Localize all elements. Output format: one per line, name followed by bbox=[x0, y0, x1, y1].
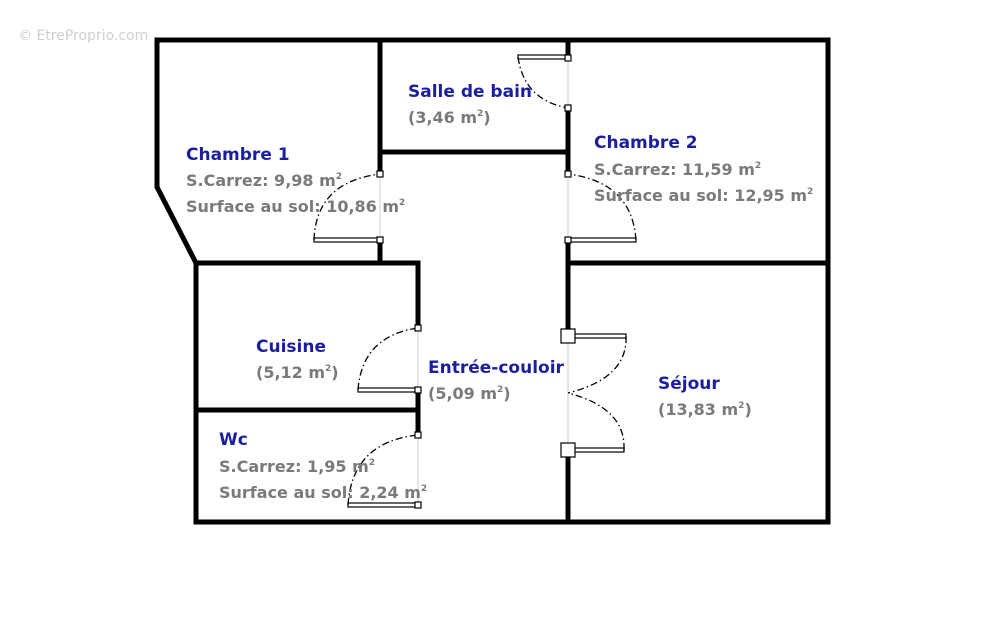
door-salle-de-bain bbox=[517, 54, 572, 112]
interior-walls bbox=[193, 37, 831, 525]
watermark: © EtreProprio.com bbox=[18, 28, 148, 44]
door-wc bbox=[347, 431, 422, 509]
door-chambre-2 bbox=[564, 170, 637, 244]
room-sejour: Séjour (13,83 m2) bbox=[658, 374, 752, 419]
door-chambre-1 bbox=[313, 170, 384, 244]
room-area: (5,12 m2) bbox=[256, 363, 339, 382]
room-name: Chambre 1 bbox=[186, 145, 290, 165]
exterior-walls bbox=[154, 37, 831, 525]
room-surface-sol: Surface au sol: 12,95 m2 bbox=[594, 186, 813, 205]
room-carrez: S.Carrez: 9,98 m2 bbox=[186, 171, 342, 190]
room-surface-sol: Surface au sol: 10,86 m2 bbox=[186, 197, 405, 216]
room-area: (5,09 m2) bbox=[428, 384, 511, 403]
room-area: (13,83 m2) bbox=[658, 400, 752, 419]
room-cuisine: Cuisine (5,12 m2) bbox=[256, 337, 339, 382]
room-name: Chambre 2 bbox=[594, 133, 698, 153]
room-name: Séjour bbox=[658, 374, 720, 394]
room-wc: Wc S.Carrez: 1,95 m2 Surface au sol: 2,2… bbox=[219, 430, 427, 502]
room-name: Salle de bain bbox=[408, 82, 532, 102]
room-salle-de-bain: Salle de bain (3,46 m2) bbox=[408, 82, 532, 127]
room-chambre-2: Chambre 2 S.Carrez: 11,59 m2 Surface au … bbox=[594, 133, 813, 205]
door-sejour-double bbox=[560, 328, 627, 458]
door-cuisine bbox=[357, 324, 422, 394]
room-name: Cuisine bbox=[256, 337, 326, 357]
room-surface-sol: Surface au sol: 2,24 m2 bbox=[219, 483, 427, 502]
room-name: Wc bbox=[219, 430, 248, 450]
room-name: Entrée-couloir bbox=[428, 358, 565, 378]
room-area: (3,46 m2) bbox=[408, 108, 491, 127]
room-carrez: S.Carrez: 1,95 m2 bbox=[219, 457, 375, 476]
room-chambre-1: Chambre 1 S.Carrez: 9,98 m2 Surface au s… bbox=[186, 145, 405, 216]
room-entree-couloir: Entrée-couloir (5,09 m2) bbox=[428, 358, 565, 403]
room-carrez: S.Carrez: 11,59 m2 bbox=[594, 160, 761, 179]
